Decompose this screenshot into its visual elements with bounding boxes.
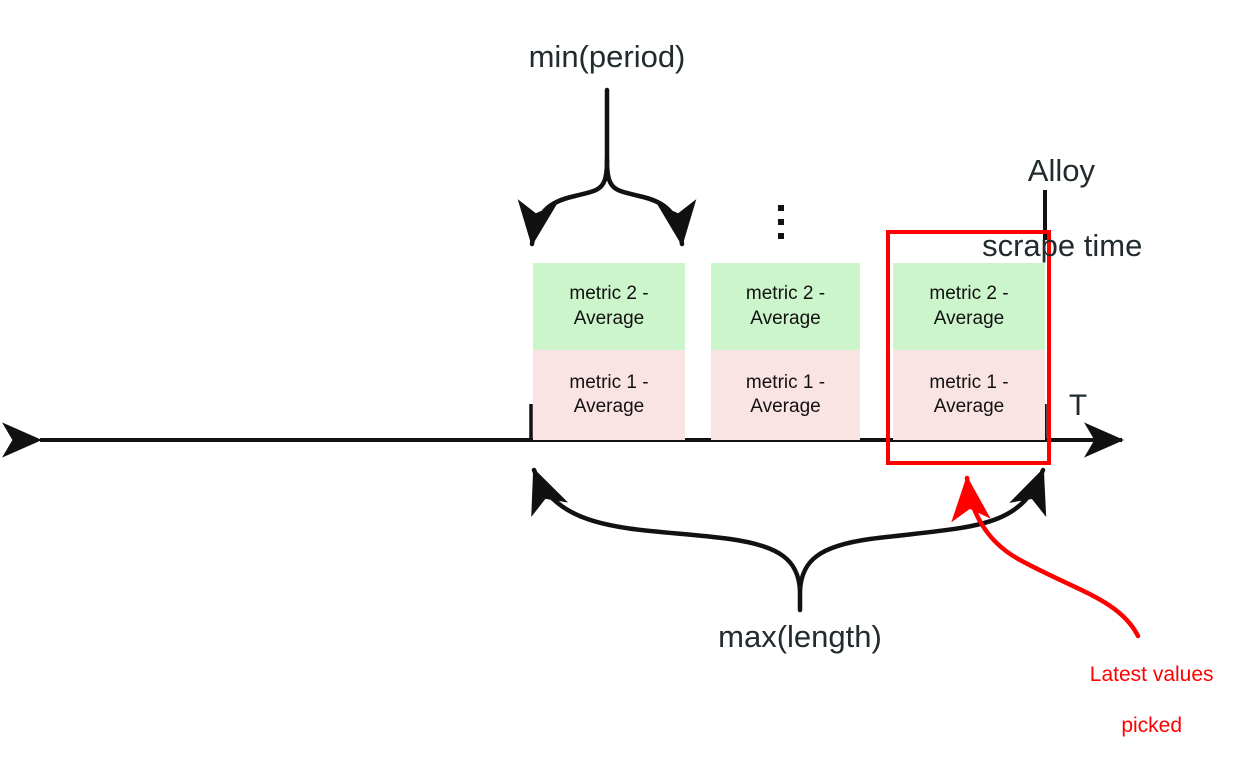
latest-scrape-highlight-box[interactable]	[886, 230, 1051, 465]
max-length-right-branch	[797, 467, 1047, 593]
vertical-ellipsis-icon	[778, 205, 784, 239]
latest-values-line2: picked	[1121, 713, 1183, 737]
red-highlight-layer	[886, 230, 1141, 639]
metric-cell-metric-1: metric 1 - Average	[893, 350, 1045, 440]
latest-values-picked-label: Latest values picked	[1025, 636, 1255, 764]
max-length-brace	[531, 467, 1047, 613]
metric-cell-metric-2: metric 2 - Average	[893, 263, 1045, 350]
max-length-left-branch	[531, 467, 803, 593]
min-period-label: min(period)	[528, 39, 686, 74]
time-axis	[2, 404, 1124, 458]
min-period-right-branch	[604, 157, 697, 247]
min-period-left-branch	[517, 157, 610, 247]
metric-cell-metric-2: metric 2 - Average	[533, 263, 685, 350]
max-length-label: max(length)	[718, 619, 882, 654]
alloy-scrape-time-label: Alloy scrape time	[875, 114, 1215, 303]
black-lines-layer	[2, 87, 1124, 613]
metric-cell-metric-2: metric 2 - Average	[711, 263, 860, 350]
metric-cell-metric-1: metric 1 - Average	[533, 350, 685, 440]
latest-values-arrow	[951, 475, 1141, 639]
alloy-scrape-time-line1: Alloy	[1027, 152, 1095, 188]
axis-label-t: T	[1068, 389, 1088, 422]
alloy-scrape-time-line2: scrape time	[982, 228, 1143, 264]
metric-cell-metric-1: metric 1 - Average	[711, 350, 860, 440]
latest-values-line1: Latest values	[1089, 662, 1214, 686]
min-period-brace	[517, 87, 697, 247]
